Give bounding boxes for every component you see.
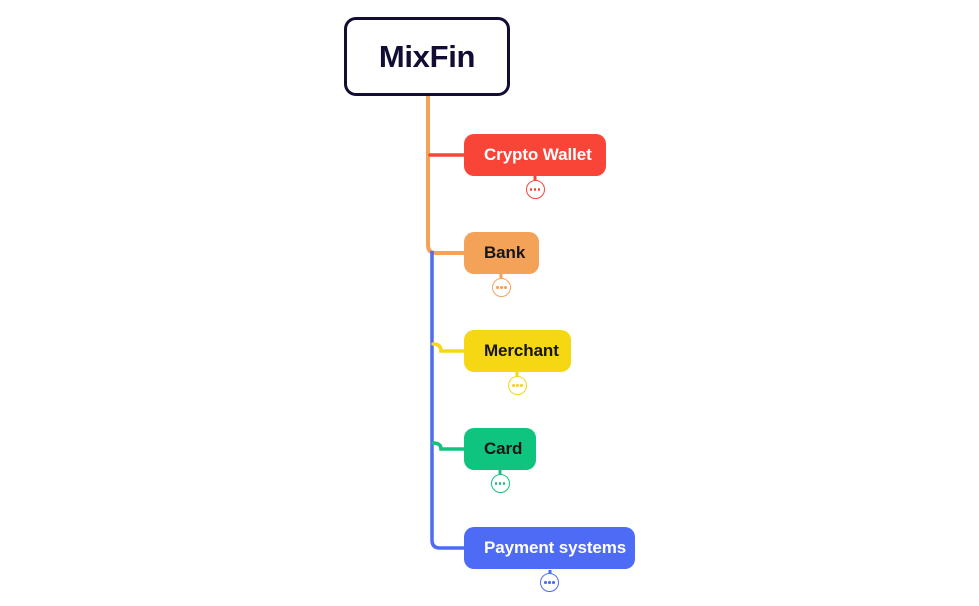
node-crypto-wallet[interactable]: Crypto Wallet — [464, 134, 606, 176]
node-label: Payment systems — [484, 538, 627, 557]
expander-card[interactable] — [490, 474, 510, 493]
node-merchant[interactable]: Merchant — [464, 330, 571, 372]
connector-merchant — [431, 342, 466, 353]
ellipsis-icon — [498, 482, 502, 485]
ellipsis-icon — [502, 482, 506, 485]
ellipsis-icon — [548, 581, 551, 584]
expander-crypto-wallet[interactable] — [525, 180, 545, 199]
ellipsis-icon — [496, 286, 499, 289]
trunk-orange — [426, 96, 464, 255]
node-payment-systems[interactable]: Payment systems — [464, 527, 635, 569]
connector-card — [431, 441, 466, 451]
ellipsis-icon — [516, 384, 519, 387]
expander-merchant[interactable] — [508, 376, 527, 395]
node-label: Merchant — [484, 341, 559, 360]
ellipsis-icon — [552, 581, 555, 584]
expander-bank[interactable] — [492, 278, 511, 297]
ellipsis-icon — [512, 384, 515, 387]
ellipsis-icon — [500, 286, 503, 289]
ellipsis-icon — [533, 188, 537, 191]
ellipsis-icon — [494, 482, 498, 485]
expander-payment-systems[interactable] — [540, 573, 559, 592]
ellipsis-icon — [537, 188, 541, 191]
node-card[interactable]: Card — [464, 428, 536, 470]
ellipsis-icon — [529, 188, 533, 191]
ellipsis-icon — [504, 286, 507, 289]
ellipsis-icon — [520, 384, 523, 387]
ellipsis-icon — [544, 581, 547, 584]
root-node-label: MixFin — [378, 38, 476, 74]
node-label: Bank — [484, 243, 526, 262]
root-node-mixfin[interactable]: MixFin — [344, 17, 510, 96]
node-label: Crypto Wallet — [484, 145, 592, 164]
trunk-blue — [430, 251, 464, 550]
node-bank[interactable]: Bank — [464, 232, 539, 274]
node-label: Card — [484, 439, 523, 458]
